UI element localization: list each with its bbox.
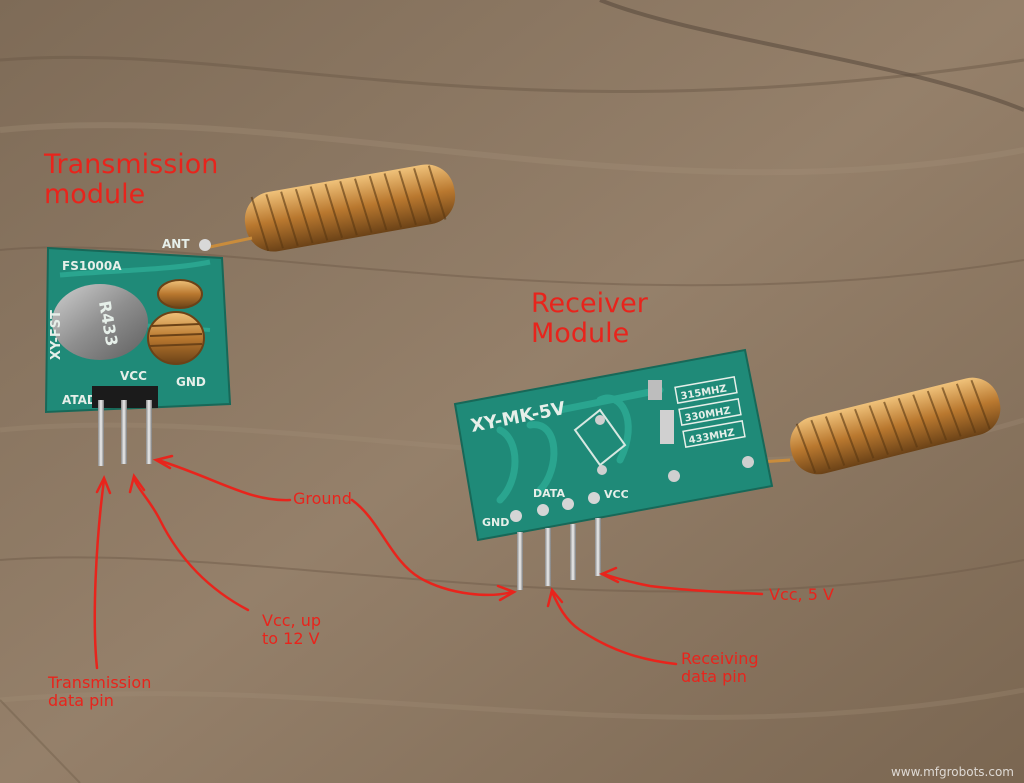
tx-model-label: FS1000A bbox=[62, 259, 122, 273]
arrow-tx-data-pin bbox=[93, 478, 106, 670]
rx-data-pin-1 bbox=[545, 528, 551, 586]
rx-data-pin-annotation: Receiving data pin bbox=[681, 649, 759, 687]
rx-vcc-pin bbox=[595, 518, 601, 576]
tx-xy-label: XY-FST bbox=[49, 310, 64, 360]
receiver-antenna-coil bbox=[790, 377, 1001, 475]
receiver-pcb bbox=[453, 348, 774, 542]
rx-vcc-annotation: Vcc, 5 V bbox=[769, 585, 834, 604]
tx-ant-label: ANT bbox=[162, 237, 190, 251]
tx-vcc-annotation-line2: to 12 V bbox=[262, 629, 320, 649]
tx-data-pin-annotation: Transmission data pin bbox=[48, 673, 152, 711]
transmitter-module: R433 FS1000A ANT XY-FST VCC GND ATAD bbox=[44, 164, 456, 466]
tx-vcc-annotation: Vcc, up to 12 V bbox=[262, 611, 322, 649]
receiver-module-title: Receiver Module bbox=[531, 289, 648, 348]
watermark: www.mfgrobots.com bbox=[890, 765, 1014, 779]
rx-data-label: DATA bbox=[533, 487, 565, 500]
rx-data-pin-annotation-line1: Receiving bbox=[681, 649, 759, 668]
ground-label: Ground bbox=[293, 489, 352, 508]
arrow-tx-vcc bbox=[132, 476, 250, 612]
arrow-rx-data bbox=[550, 590, 678, 666]
transmitter-inductor-coils bbox=[147, 279, 205, 365]
crystal-oscillator-can: R433 bbox=[52, 284, 148, 360]
annotation-arrows bbox=[93, 454, 764, 670]
transmitter-antenna-coil bbox=[204, 164, 456, 252]
tx-data-pin-annotation-line2: data pin bbox=[48, 691, 114, 711]
receiver-module-title-line1: Receiver bbox=[531, 288, 648, 319]
receiver-module: XY-MK-5V 315MHZ 330MHZ 433MHZ GND DATA V… bbox=[453, 348, 1001, 590]
tx-pin-header bbox=[92, 386, 158, 408]
transmission-module-title-line1: Transmission bbox=[44, 149, 219, 180]
tx-vcc-pin bbox=[121, 400, 127, 464]
rx-vcc-label: VCC bbox=[604, 488, 629, 501]
transmission-module-title-line2: module bbox=[44, 178, 146, 210]
rx-data-pin-2 bbox=[570, 524, 576, 580]
arrow-rx-ground bbox=[350, 498, 514, 597]
tx-data-pin bbox=[98, 400, 104, 466]
rx-gnd-label: GND bbox=[482, 516, 509, 529]
receiver-module-title-line2: Module bbox=[531, 317, 630, 349]
tx-data-pin-annotation-line1: Transmission bbox=[48, 673, 152, 692]
rx-ground-pin bbox=[517, 532, 523, 590]
tx-vcc-annotation-line1: Vcc, up bbox=[262, 611, 322, 630]
tx-atad-label: ATAD bbox=[62, 393, 97, 407]
arrow-tx-ground bbox=[156, 458, 292, 502]
rx-data-pin-annotation-line2: data pin bbox=[681, 667, 747, 687]
tx-vcc-label: VCC bbox=[120, 369, 147, 383]
tx-gnd-label: GND bbox=[176, 375, 206, 389]
arrow-rx-vcc bbox=[602, 572, 764, 596]
transmission-module-title: Transmission module bbox=[44, 150, 218, 209]
tx-ground-pin bbox=[146, 400, 152, 464]
